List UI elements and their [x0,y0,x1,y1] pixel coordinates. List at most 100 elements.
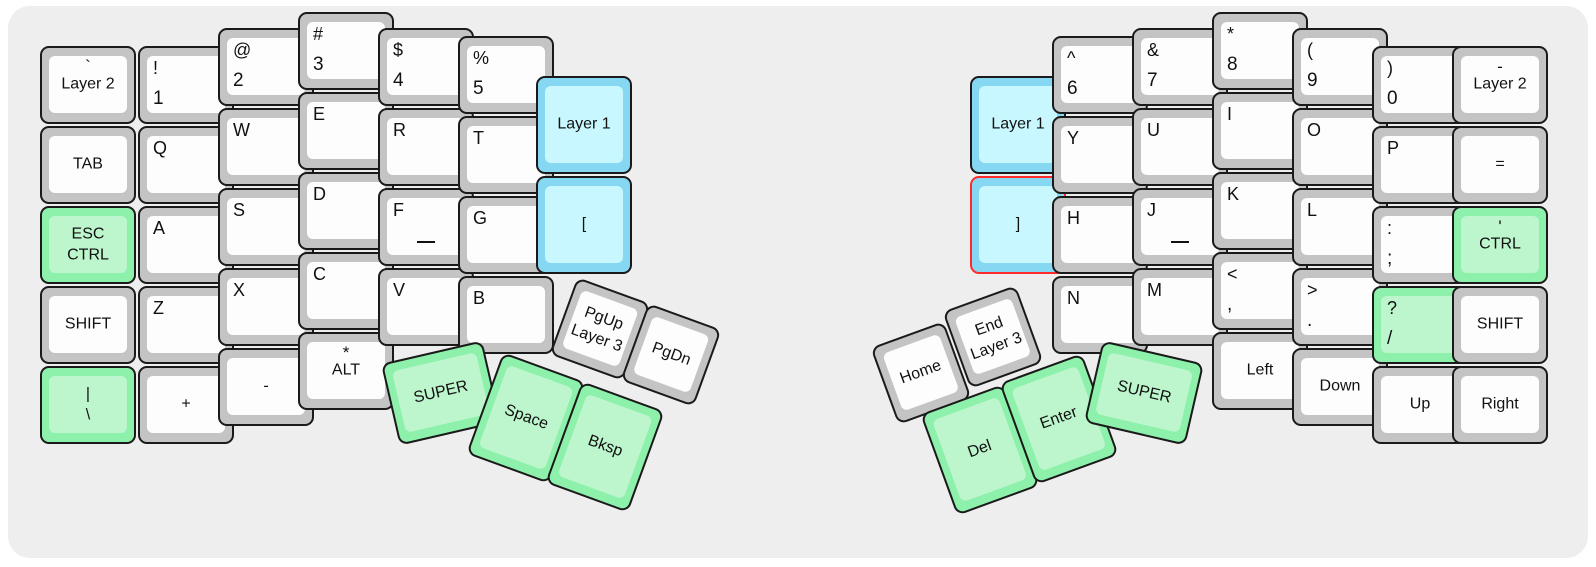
keycap-face: [ [545,186,623,263]
key-legend-main: SHIFT [64,315,112,333]
key-legend-main: Layer 2 [61,75,115,93]
keycap-face: (9 [1301,38,1379,95]
key-legend-top: T [473,128,484,148]
keycap-face: I [1221,102,1299,159]
key-legend-main: / [1387,328,1393,350]
key-r-r4-c6[interactable]: SHIFT [1452,286,1548,364]
keycap-face: O [1301,118,1379,175]
key-legend-top: X [233,280,246,300]
keycap-face: ^6 [1061,46,1139,103]
key-legend-main: ; [1387,248,1393,270]
key-legend-main: 8 [1227,54,1238,76]
key-legend-top: > [1307,280,1318,300]
keycap-face: M [1141,278,1219,335]
keycap-face: W [227,118,305,175]
key-legend-top: F [393,200,404,220]
key-legend-top: < [1227,264,1238,284]
key-l-r2-c6[interactable]: [ [536,176,632,274]
keycap-face: E [307,102,385,159]
keycap-face: End Layer 3 [954,297,1032,376]
key-l-r1-c5[interactable]: %5 [458,36,554,114]
key-legend-top: C [313,264,326,284]
key-legend-main: 0 [1387,88,1398,110]
key-legend-top: * [1227,24,1235,44]
key-legend-top: ! [153,58,159,78]
keycap-face: = [1461,136,1539,193]
key-legend-top: ` [85,57,91,76]
keycap-face: Right [1461,376,1539,433]
key-legend-main: 6 [1067,78,1078,100]
key-l-r1-c6[interactable]: Layer 1 [536,76,632,174]
keycap-face: %5 [467,46,545,103]
keycap-face: N [1061,286,1139,343]
key-legend-main: Up [1409,395,1431,413]
keycap-face: Layer 1 [979,86,1057,163]
key-l-r5-c0[interactable]: | \ [40,366,136,444]
key-l-r5-c3[interactable]: *ALT [298,332,394,410]
key-l-r1-c0[interactable]: `Layer 2 [40,46,136,124]
key-legend-stack: ESC CTRL [67,224,109,264]
keycap-face: U [1141,118,1219,175]
key-legend-top: L [1307,200,1318,220]
key-r-r3-c6[interactable]: 'CTRL [1452,206,1548,284]
key-r-r3-c3[interactable]: K [1212,172,1308,250]
keycap-face: `Layer 2 [49,56,127,113]
key-legend-main: 3 [313,54,324,76]
key-legend-top: O [1307,120,1322,140]
keycap-face: !1 [147,56,225,113]
keycap-face: SHIFT [49,296,127,353]
keycap-face: )0 [1381,56,1459,113]
keycap-face: K [1221,182,1299,239]
key-legend-main: Right [1481,395,1519,413]
key-l-r4-c5[interactable]: B [458,276,554,354]
keycap-face: D [307,182,385,239]
keycap-face: 'CTRL [1461,216,1539,273]
key-legend-main: SHIFT [1476,315,1524,333]
keycap-face: ?/ [1381,296,1459,353]
key-l-r2-c0[interactable]: TAB [40,126,136,204]
keycap-face: $4 [387,38,465,95]
key-r-r5-c6[interactable]: Right [1452,366,1548,444]
key-legend-stack: | \ [85,384,91,424]
key-r-r1-c6[interactable]: -Layer 2 [1452,46,1548,124]
key-l-r4-c0[interactable]: SHIFT [40,286,136,364]
key-l-r3-c2[interactable]: S [218,188,314,266]
key-legend-top: K [1227,184,1240,204]
keycap-face: A [147,216,225,273]
keycap-face: PgDn [632,315,710,394]
key-legend-top: E [313,104,326,124]
key-legend-main: Layer 1 [991,115,1045,133]
keycap-face: S [227,198,305,255]
key-r-r2-c0[interactable]: ] [970,176,1066,274]
key-legend-main: ] [1015,215,1021,233]
key-legend-top: Q [153,138,168,158]
key-legend-top: A [153,218,166,238]
keycap-face: X [227,278,305,335]
keycap-face: V [387,278,465,335]
key-l-r5-c1[interactable]: + [138,366,234,444]
key-legend-main: SUPER [1115,377,1174,407]
key-legend-main: 9 [1307,70,1318,92]
key-legend-top: @ [233,40,252,60]
key-legend-top: ? [1387,298,1398,318]
key-legend-top: ^ [1067,48,1076,68]
keycap-face: H [1061,206,1139,263]
key-r-r2-c3[interactable]: I [1212,92,1308,170]
key-l-r3-c0[interactable]: ESC CTRL [40,206,136,284]
key-legend-main: [ [581,215,587,233]
keycap-face: Q [147,136,225,193]
key-legend-main: Layer 2 [1473,75,1527,93]
key-legend-top: U [1147,120,1160,140]
key-legend-main: + [181,395,191,413]
key-legend-main: Del [965,436,994,461]
key-legend-main: 4 [393,70,404,92]
key-r-r2-c6[interactable]: = [1452,126,1548,204]
key-legend-main: Down [1319,377,1361,395]
keycap-face: ESC CTRL [49,216,127,273]
keycap-face: -Layer 2 [1461,56,1539,113]
keycap-face: *8 [1221,22,1299,79]
key-legend-stack: PgUp Layer 3 [568,303,626,356]
key-legend-main: Layer 1 [557,115,611,133]
keycap-face: T [467,126,545,183]
homing-bar-icon [1171,241,1189,243]
